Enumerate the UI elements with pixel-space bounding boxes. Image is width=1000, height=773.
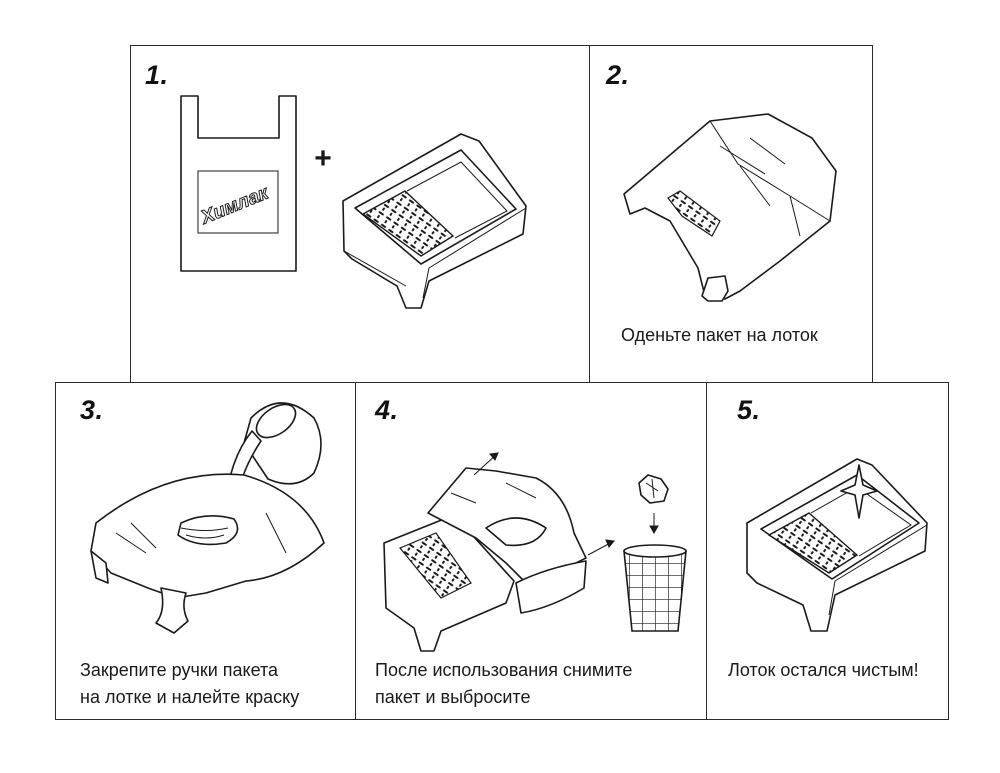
step-4-panel: 4. После использован	[355, 382, 708, 720]
step-2-panel: 2. Оденьте пакет на лоток	[589, 45, 873, 384]
plastic-bag-icon: Химлак	[180, 95, 297, 272]
trash-bin-icon	[623, 544, 687, 632]
step-4-illustration	[383, 452, 687, 652]
plus-sign: +	[314, 142, 332, 175]
crumpled-bag-icon	[638, 474, 669, 504]
step-number: 3.	[80, 395, 104, 425]
step-3-panel: 3. Закрепите ручки пакета на лотке и нал…	[55, 382, 357, 720]
paint-tray-icon	[383, 514, 515, 652]
covered-tray-icon	[623, 113, 837, 302]
step-caption-line-2: пакет и выбросите	[375, 687, 531, 707]
step-1-panel: 1. Химлак +	[130, 45, 591, 384]
covered-tray-icon	[427, 467, 587, 614]
covered-tray-icon	[90, 473, 325, 634]
step-1-illustration: Химлак +	[180, 95, 527, 309]
step-caption-line-2: на лотке и налейте краску	[80, 687, 300, 707]
arrow-icon	[473, 452, 659, 556]
step-number: 5.	[737, 395, 761, 425]
step-caption-line-1: После использования снимите	[375, 660, 633, 680]
paint-tray-icon	[746, 458, 928, 632]
step-number: 4.	[375, 395, 399, 425]
step-number: 1.	[145, 60, 169, 90]
step-caption: Лоток остался чистым!	[728, 660, 919, 680]
step-caption-line-1: Закрепите ручки пакета	[80, 660, 279, 680]
step-5-illustration	[746, 458, 928, 632]
step-5-panel: 5. Лоток остался чистым!	[706, 382, 949, 720]
sparkle-icon	[840, 464, 878, 519]
paint-tray-icon	[342, 133, 527, 309]
step-3-illustration	[90, 402, 325, 634]
step-2-illustration	[623, 113, 837, 302]
step-number: 2.	[606, 60, 630, 90]
step-caption: Оденьте пакет на лоток	[621, 325, 818, 345]
